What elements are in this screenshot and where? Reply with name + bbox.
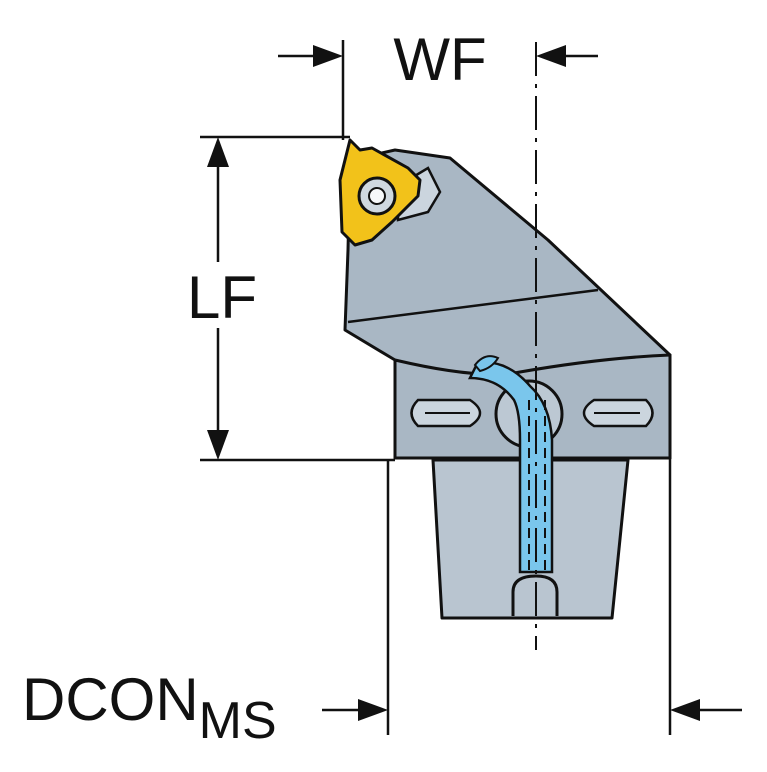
dcon-arrow-left-head [358, 699, 388, 721]
insert-screw-center [368, 187, 386, 205]
dcon-arrow-right-head [670, 699, 700, 721]
wf-label: WF [393, 26, 486, 93]
lf-label: LF [187, 264, 257, 331]
wf-arrow-right-head [536, 45, 566, 67]
lf-arrow-top-head [207, 137, 229, 167]
coolant-channel [467, 360, 554, 574]
dcon-label-main: DCON [22, 666, 199, 733]
wf-arrow-left-head [313, 45, 343, 67]
dcon-label-subscript: MS [199, 692, 277, 750]
head-split-line [347, 288, 599, 324]
dcon-label: DCONMS [22, 666, 277, 750]
lf-label-bg [180, 262, 260, 328]
coolant-nozzle [473, 355, 500, 373]
lf-arrow-bottom-head [207, 430, 229, 460]
